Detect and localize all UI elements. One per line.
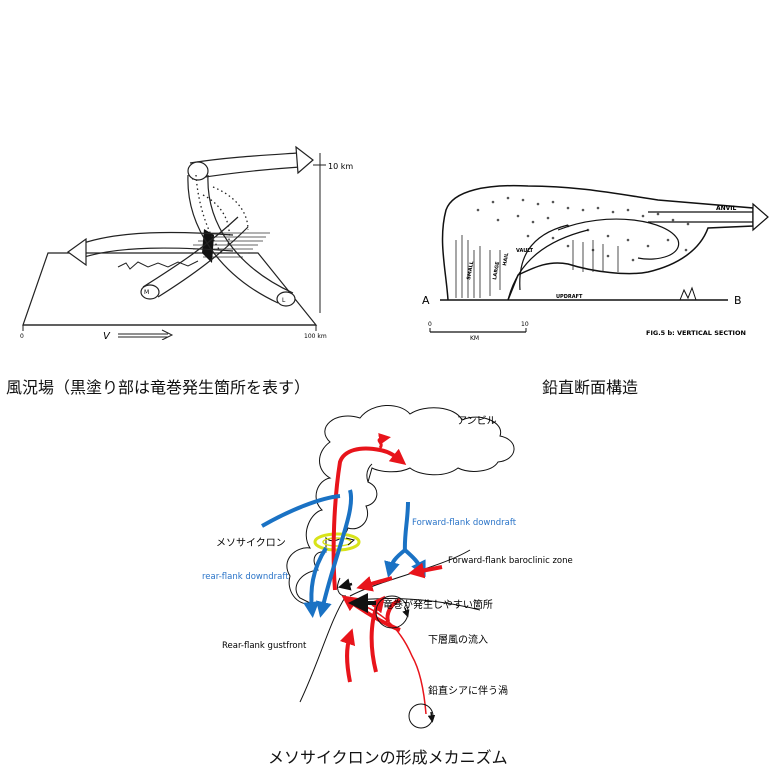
low-level-inflow-label: 下層風の流入 <box>428 633 488 646</box>
point-a-label: A <box>422 294 430 307</box>
vertical-section-diagram: ANVIL VAULT SMALL LARGE HAIL A B UPDRAFT… <box>408 180 770 340</box>
mesocyclone-label: メソサイクロン <box>216 537 286 549</box>
rear-flank-gustfront-label: Rear-flank gustfront <box>222 641 307 651</box>
caption-mechanism: メソサイクロンの形成メカニズム <box>268 744 508 768</box>
vortex-circle-lower <box>409 704 433 728</box>
updraft-label: UPDRAFT <box>556 294 583 300</box>
mesocyclone-ring <box>315 534 359 550</box>
airflow-tubes <box>68 147 313 306</box>
scale-0: 0 <box>428 321 432 328</box>
scale-unit: KM <box>470 335 479 340</box>
distance-label: 100 km <box>304 333 327 340</box>
anvil-label: ANVIL <box>716 205 737 212</box>
wind-field-diagram: 10 km M L 0 100 km V <box>8 135 358 340</box>
hail-label: HAIL <box>502 252 510 267</box>
caption-vertical-section: 鉛直断面構造 <box>542 374 638 398</box>
velocity-arrow <box>118 330 172 340</box>
gust-squiggle <box>680 288 696 300</box>
cloud-outline <box>287 405 514 604</box>
forward-flank-baroclinic-zone-label: Forward-flank baroclinic zone <box>448 556 573 566</box>
vertical-shear-vortex-label: 鉛直シアに伴う渦 <box>428 684 508 697</box>
height-label: 10 km <box>328 162 353 171</box>
rear-flank-downdraft-label: rear-flank downdraft <box>202 572 289 582</box>
tornado-prone-area-label: 竜巻が発生しやすい箇所 <box>383 598 493 611</box>
velocity-label: V <box>103 331 111 340</box>
anvil-label: アンビル <box>457 415 497 427</box>
gust-front <box>118 261 198 269</box>
figure-title: FIG.5 b: VERTICAL SECTION <box>646 329 746 337</box>
forward-flank-downdraft-label: Forward-flank downdraft <box>412 518 517 528</box>
storm-cloud-outline <box>443 186 753 300</box>
vault-label: VAULT <box>516 248 534 254</box>
origin-label: 0 <box>20 333 24 340</box>
caption-wind-field: 風況場（黒塗り部は竜巻発生箇所を表す） <box>6 374 310 398</box>
mesocyclone-mechanism-diagram: アンビル メソサイクロン Forward-flank downdraft For… <box>0 400 772 740</box>
red-inflow-arrows <box>347 567 442 682</box>
point-m-label: M <box>144 289 149 296</box>
scale-10: 10 <box>521 321 529 328</box>
point-b-label: B <box>734 294 742 307</box>
